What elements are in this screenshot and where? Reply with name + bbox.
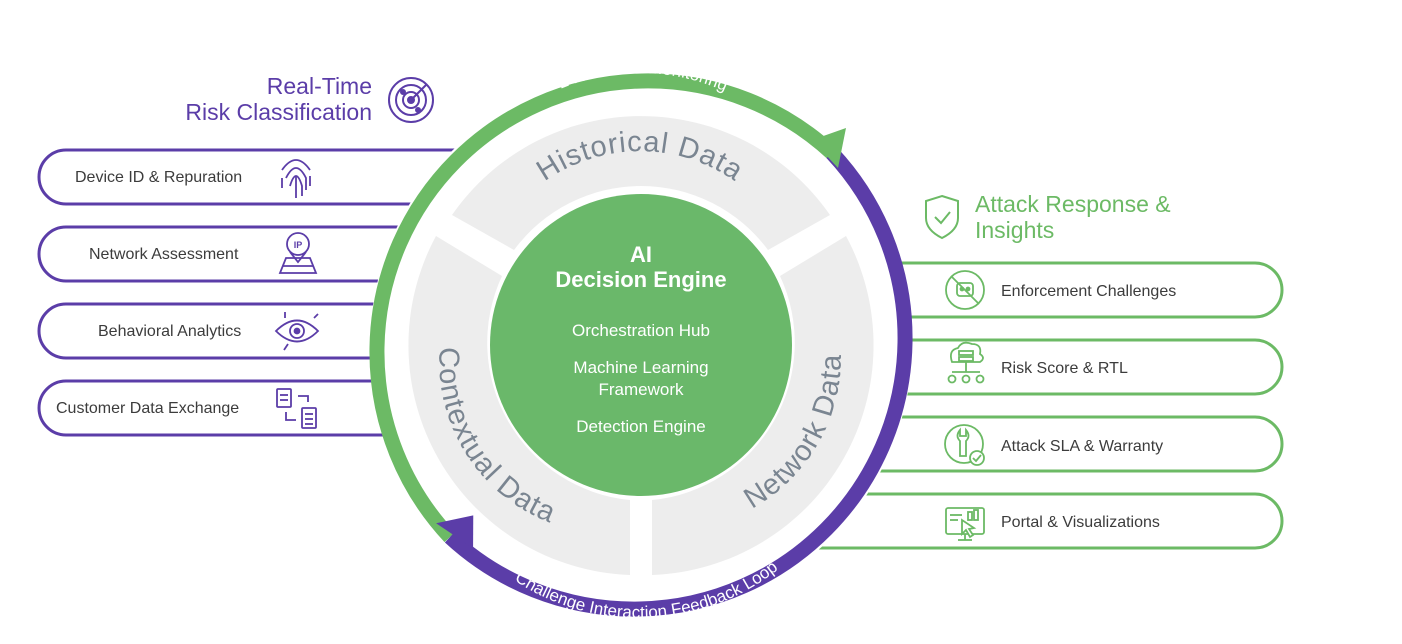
- right-pill-portal[interactable]: Portal & Visualizations: [800, 492, 1284, 550]
- eye-icon: [274, 312, 320, 351]
- wrench-check-icon: [944, 424, 985, 466]
- monitor-pointer-icon: [945, 507, 985, 541]
- document-exchange-icon: [276, 388, 317, 429]
- left-pill-label: Device ID & Repuration: [75, 169, 242, 186]
- left-pill-label: Network Assessment: [89, 246, 239, 263]
- bot-blocked-icon: [945, 270, 985, 310]
- left-header-line1: Real-Time: [267, 73, 372, 99]
- left-pill-network-assessment[interactable]: Network Assessment: [37, 225, 490, 283]
- right-pill-label: Risk Score & RTL: [1001, 360, 1128, 377]
- right-pills: Enforcement Challenges Risk Score & RTL …: [800, 261, 1284, 550]
- right-pill-label: Portal & Visualizations: [1001, 514, 1160, 531]
- right-pill-risk-score[interactable]: Risk Score & RTL: [800, 338, 1284, 396]
- right-pill-label: Enforcement Challenges: [1001, 283, 1176, 300]
- right-pill-enforcement[interactable]: Enforcement Challenges: [800, 261, 1284, 319]
- purple-ring-arc: [444, 147, 913, 617]
- core-item-detection: Detection Engine: [576, 417, 705, 436]
- core-item-ml-line1: Machine Learning: [573, 358, 708, 377]
- left-pill-device-id[interactable]: Device ID & Repuration: [37, 148, 490, 206]
- left-pill-label: Behavioral Analytics: [98, 323, 241, 340]
- core-item-ml-line2: Framework: [598, 380, 684, 399]
- core-title-line2: Decision Engine: [555, 267, 726, 292]
- ai-core: [490, 194, 792, 496]
- svg-text:IP: IP: [294, 240, 303, 250]
- cloud-server-icon: [947, 341, 985, 384]
- right-header: Attack Response & Insights: [925, 191, 1171, 243]
- core-item-orchestration: Orchestration Hub: [572, 321, 710, 340]
- ip-location-icon: IP: [278, 232, 318, 274]
- green-arrowhead: [812, 128, 846, 168]
- fingerprint-icon: [281, 159, 311, 198]
- left-header: Real-Time Risk Classification: [185, 73, 434, 125]
- ring-diagram: AI Decision Engine Orchestration Hub Mac…: [369, 58, 913, 622]
- core-title-line1: AI: [630, 242, 652, 267]
- right-header-line1: Attack Response &: [975, 191, 1171, 217]
- purple-arrowhead: [436, 515, 474, 549]
- left-header-line2: Risk Classification: [185, 99, 372, 125]
- right-pill-attack-sla[interactable]: Attack SLA & Warranty: [800, 415, 1284, 473]
- shield-check-icon: [925, 194, 959, 240]
- segment-contextual: [408, 236, 630, 575]
- right-pill-label: Attack SLA & Warranty: [1001, 438, 1163, 455]
- segment-network: [652, 236, 874, 575]
- radar-icon: [388, 77, 434, 123]
- green-ring-arc: [369, 73, 838, 543]
- right-header-line2: Insights: [975, 217, 1054, 243]
- left-pill-label: Customer Data Exchange: [56, 400, 239, 417]
- segment-historical: [452, 116, 830, 251]
